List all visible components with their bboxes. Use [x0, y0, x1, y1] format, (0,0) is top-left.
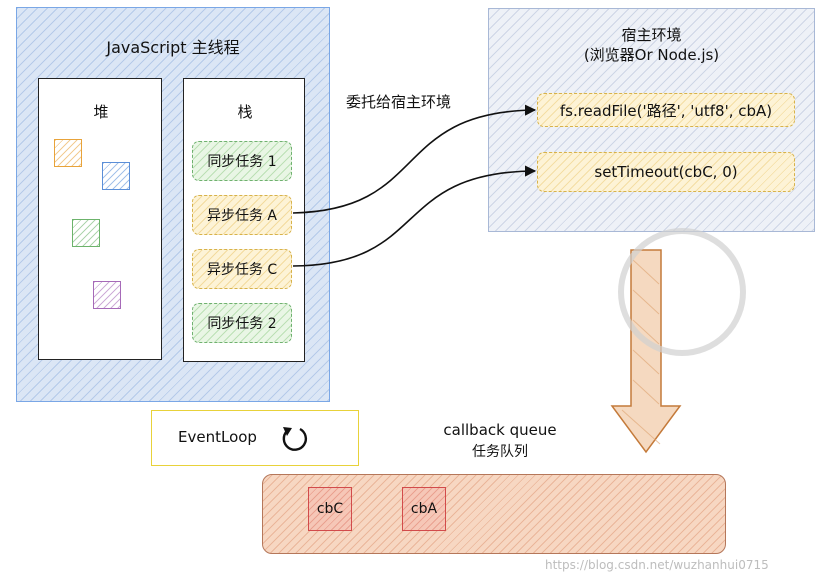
- callback-cbc: cbC: [308, 487, 352, 531]
- heap-label: 堆: [93, 103, 109, 121]
- heap-object-orange: [54, 139, 82, 167]
- stack-task-sync-2: 同步任务 2: [192, 303, 292, 343]
- queue-title-line1: callback queue: [443, 421, 557, 439]
- queue-title-line2: 任务队列: [472, 444, 528, 460]
- heap-object-blue: [102, 162, 130, 190]
- host-title-line2: (浏览器Or Node.js): [583, 46, 720, 64]
- event-loop-box: EventLoop: [151, 410, 359, 466]
- heap-object-green: [72, 219, 100, 247]
- stack-label: 栈: [237, 103, 253, 121]
- heap-object-purple: [93, 281, 121, 309]
- stack-task-async-a: 异步任务 A: [192, 195, 292, 235]
- stack-task-sync-1: 同步任务 1: [192, 141, 292, 181]
- delegate-label: 委托给宿主环境: [346, 93, 452, 111]
- main-thread-title: JavaScript 主线程: [106, 38, 240, 57]
- watermark-url: https://blog.csdn.net/wuzhanhui0715: [545, 558, 769, 572]
- heap-box: 堆: [38, 78, 162, 360]
- refresh-icon: [282, 427, 308, 451]
- host-title-line1: 宿主环境: [621, 26, 682, 44]
- watermark-logo: [618, 228, 746, 356]
- api-fs-readfile: fs.readFile('路径', 'utf8', cbA): [537, 93, 795, 127]
- event-loop-label: EventLoop: [178, 428, 257, 446]
- stack-box: 栈 同步任务 1 异步任务 A 异步任务 C 同步任务 2: [183, 78, 305, 362]
- api-settimeout: setTimeout(cbC, 0): [537, 152, 795, 192]
- stack-task-async-c: 异步任务 C: [192, 249, 292, 289]
- callback-cba: cbA: [402, 487, 446, 531]
